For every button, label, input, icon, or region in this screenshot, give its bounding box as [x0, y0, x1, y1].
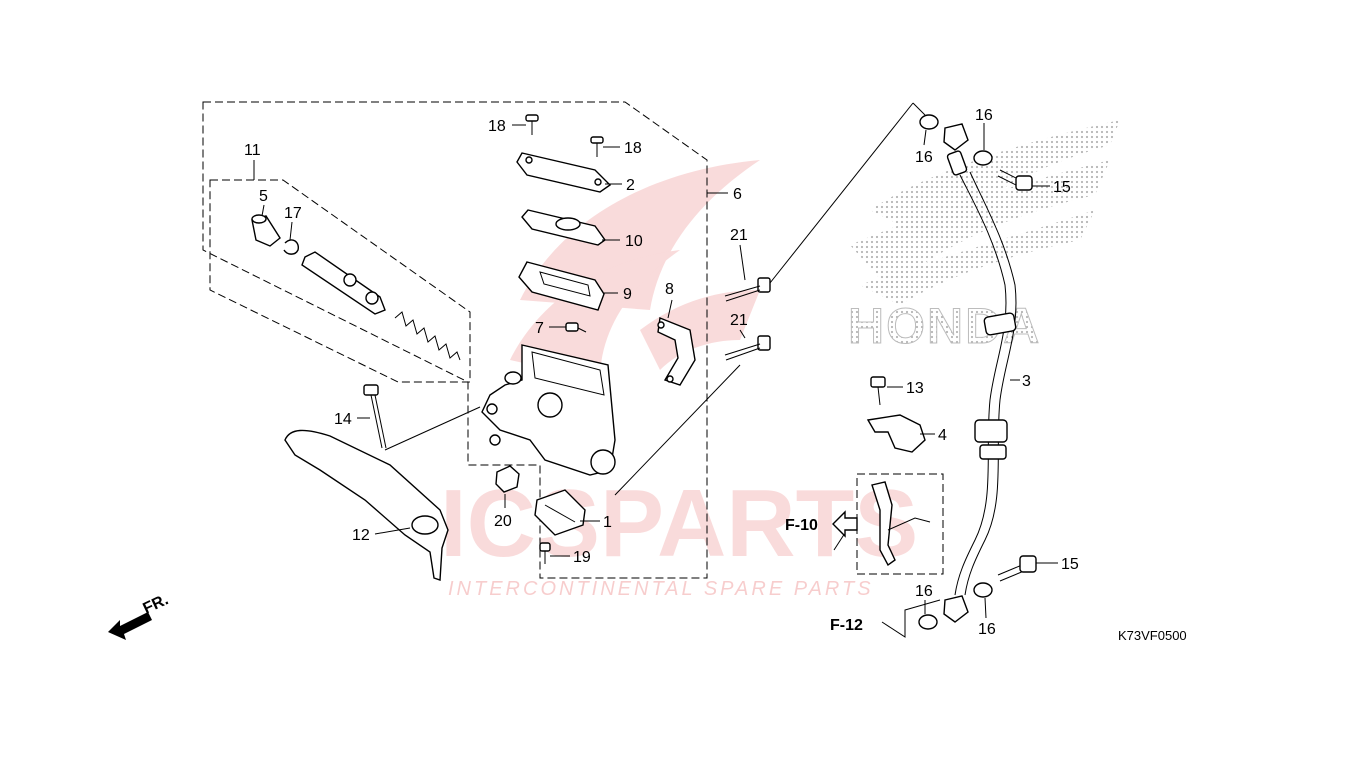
callout-16b: 16: [975, 107, 993, 124]
ref-f12: F-12: [830, 617, 863, 634]
callout-14: 14: [334, 411, 352, 428]
callout-16c: 16: [915, 583, 933, 600]
front-direction-arrow-icon: [108, 612, 152, 640]
hose-clamp-4: [866, 414, 926, 453]
screw-18b: [590, 136, 604, 157]
callout-10: 10: [625, 233, 643, 250]
callout-16a: 16: [915, 149, 933, 166]
holder-8: [657, 317, 696, 386]
callout-21a: 21: [730, 227, 748, 244]
callout-2: 2: [626, 177, 635, 194]
circlip-17: [283, 239, 299, 255]
banjo-bolt-15b: [997, 555, 1037, 582]
callout-4: 4: [938, 427, 947, 444]
leader-lines: [253, 102, 1058, 638]
f10-arrow-icon: [832, 510, 858, 538]
piston: [301, 251, 386, 315]
icsparts-watermark: [510, 160, 760, 380]
screw-18a: [525, 114, 539, 135]
callout-18b: 18: [624, 140, 642, 157]
callout-3: 3: [1022, 373, 1031, 390]
callout-13: 13: [906, 380, 924, 397]
diagram-code: K73VF0500: [1118, 628, 1187, 643]
callout-12: 12: [352, 527, 370, 544]
bolt-21b: [724, 335, 771, 361]
reservoir-cap-2: [516, 152, 612, 193]
group-11-outline: [209, 179, 471, 383]
banjo-bolt-15a: [997, 169, 1033, 191]
front-direction-label: FR.: [141, 591, 172, 617]
diaphragm-9: [518, 261, 605, 311]
washer-16c: [918, 614, 938, 630]
callout-8: 8: [665, 281, 674, 298]
washer-16a: [919, 114, 939, 130]
spring: [394, 311, 461, 361]
callout-1: 1: [603, 514, 612, 531]
callout-16d: 16: [978, 621, 996, 638]
callout-5: 5: [259, 188, 268, 205]
callout-15a: 15: [1053, 179, 1071, 196]
callout-19: 19: [573, 549, 591, 566]
switch-1: [534, 489, 586, 536]
washer-16b: [973, 150, 993, 166]
screw-19: [539, 542, 551, 564]
callout-11: 11: [244, 142, 261, 159]
nut-20: [495, 465, 520, 493]
pivot-bolt-14: [363, 384, 387, 449]
bolt-21a: [724, 277, 771, 302]
boot-5: [251, 214, 281, 247]
bracket-f10: [871, 481, 931, 567]
plate-10: [521, 209, 606, 246]
group-f10-outline: [856, 473, 944, 575]
callout-18a: 18: [488, 118, 506, 135]
brake-hose-3: [954, 171, 1017, 596]
master-cylinder-body: [481, 344, 616, 476]
brake-lever-12: [284, 429, 449, 581]
banjo-fitting-bottom: [943, 595, 969, 623]
callout-15b: 15: [1061, 556, 1079, 573]
bolt-13: [870, 376, 886, 406]
callout-20: 20: [494, 513, 512, 530]
watermark-tagline: INTERCONTINENTAL SPARE PARTS: [448, 578, 874, 600]
callout-7: 7: [535, 320, 544, 337]
callout-9: 9: [623, 286, 632, 303]
callout-21b: 21: [730, 312, 748, 329]
group-6-outline: [202, 101, 708, 579]
ref-f10: F-10: [785, 517, 818, 534]
callout-6: 6: [733, 186, 742, 203]
washer-16d: [973, 582, 993, 598]
banjo-fitting-top: [943, 123, 969, 176]
callout-17: 17: [284, 205, 302, 222]
